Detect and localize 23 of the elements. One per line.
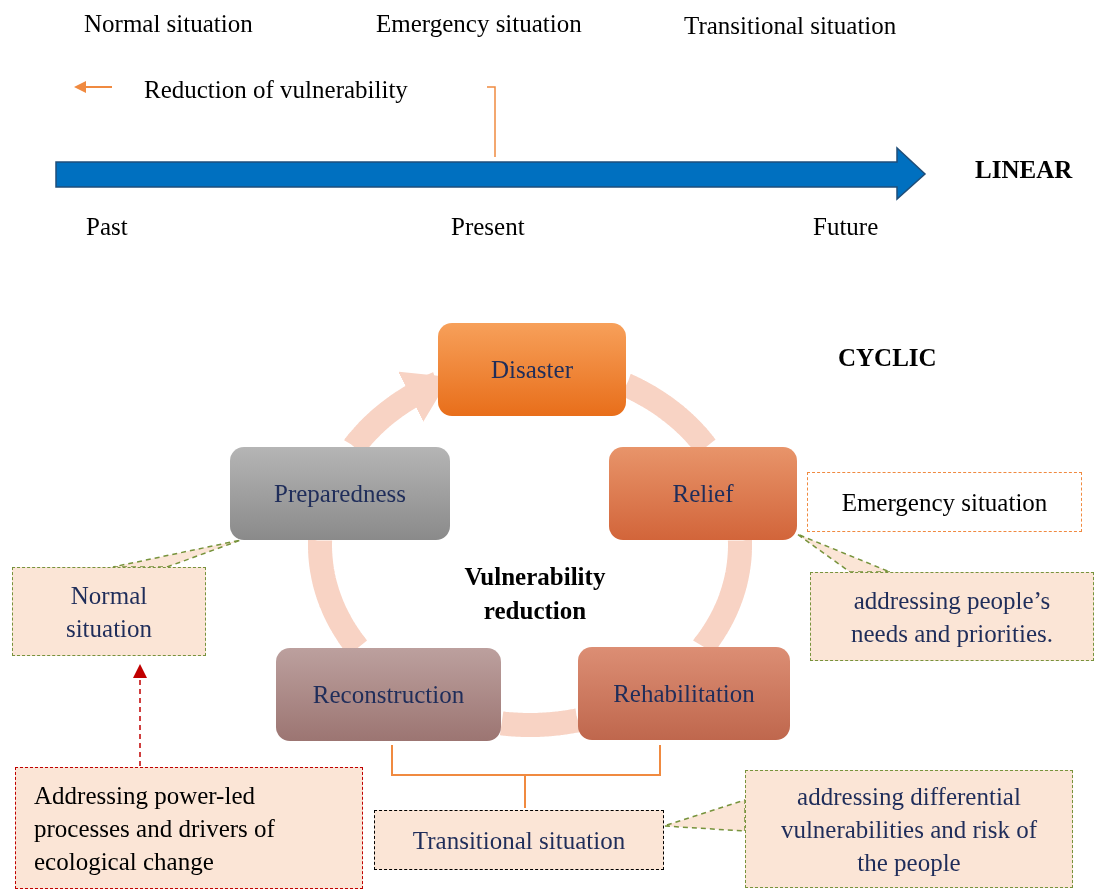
stage-box: Disaster [438,323,626,416]
callout-box: addressing differential vulnerabilities and risk of the people [745,770,1073,888]
cyclic-heading: CYCLIC [838,344,937,372]
stage-box: Preparedness [230,447,450,540]
callout-pointer [112,539,242,568]
arrow [133,664,147,767]
time-label: Present [451,213,525,241]
situation-box: Emergency situation [807,472,1082,532]
time-label: Future [813,213,879,241]
note-box: Addressing power-led processes and drivers of ecological change [15,767,363,889]
stage-box: Rehabilitation [578,647,790,740]
stage-box: Reconstruction [276,648,501,741]
timeline-note: Reduction of vulnerability [144,76,408,104]
linear-heading: LINEAR [975,156,1073,184]
situation-box: Transitional situation [374,810,664,870]
situation-label: Emergency situation [376,10,582,38]
situation-label: Transitional situation [684,12,897,40]
time-label: Past [86,213,128,241]
callout-pointer [796,533,891,573]
callout-pointer [663,798,746,832]
center-label: Vulnerability reduction [463,562,607,626]
situation-label: Normal situation [84,10,253,38]
stage-box: Relief [609,447,797,540]
